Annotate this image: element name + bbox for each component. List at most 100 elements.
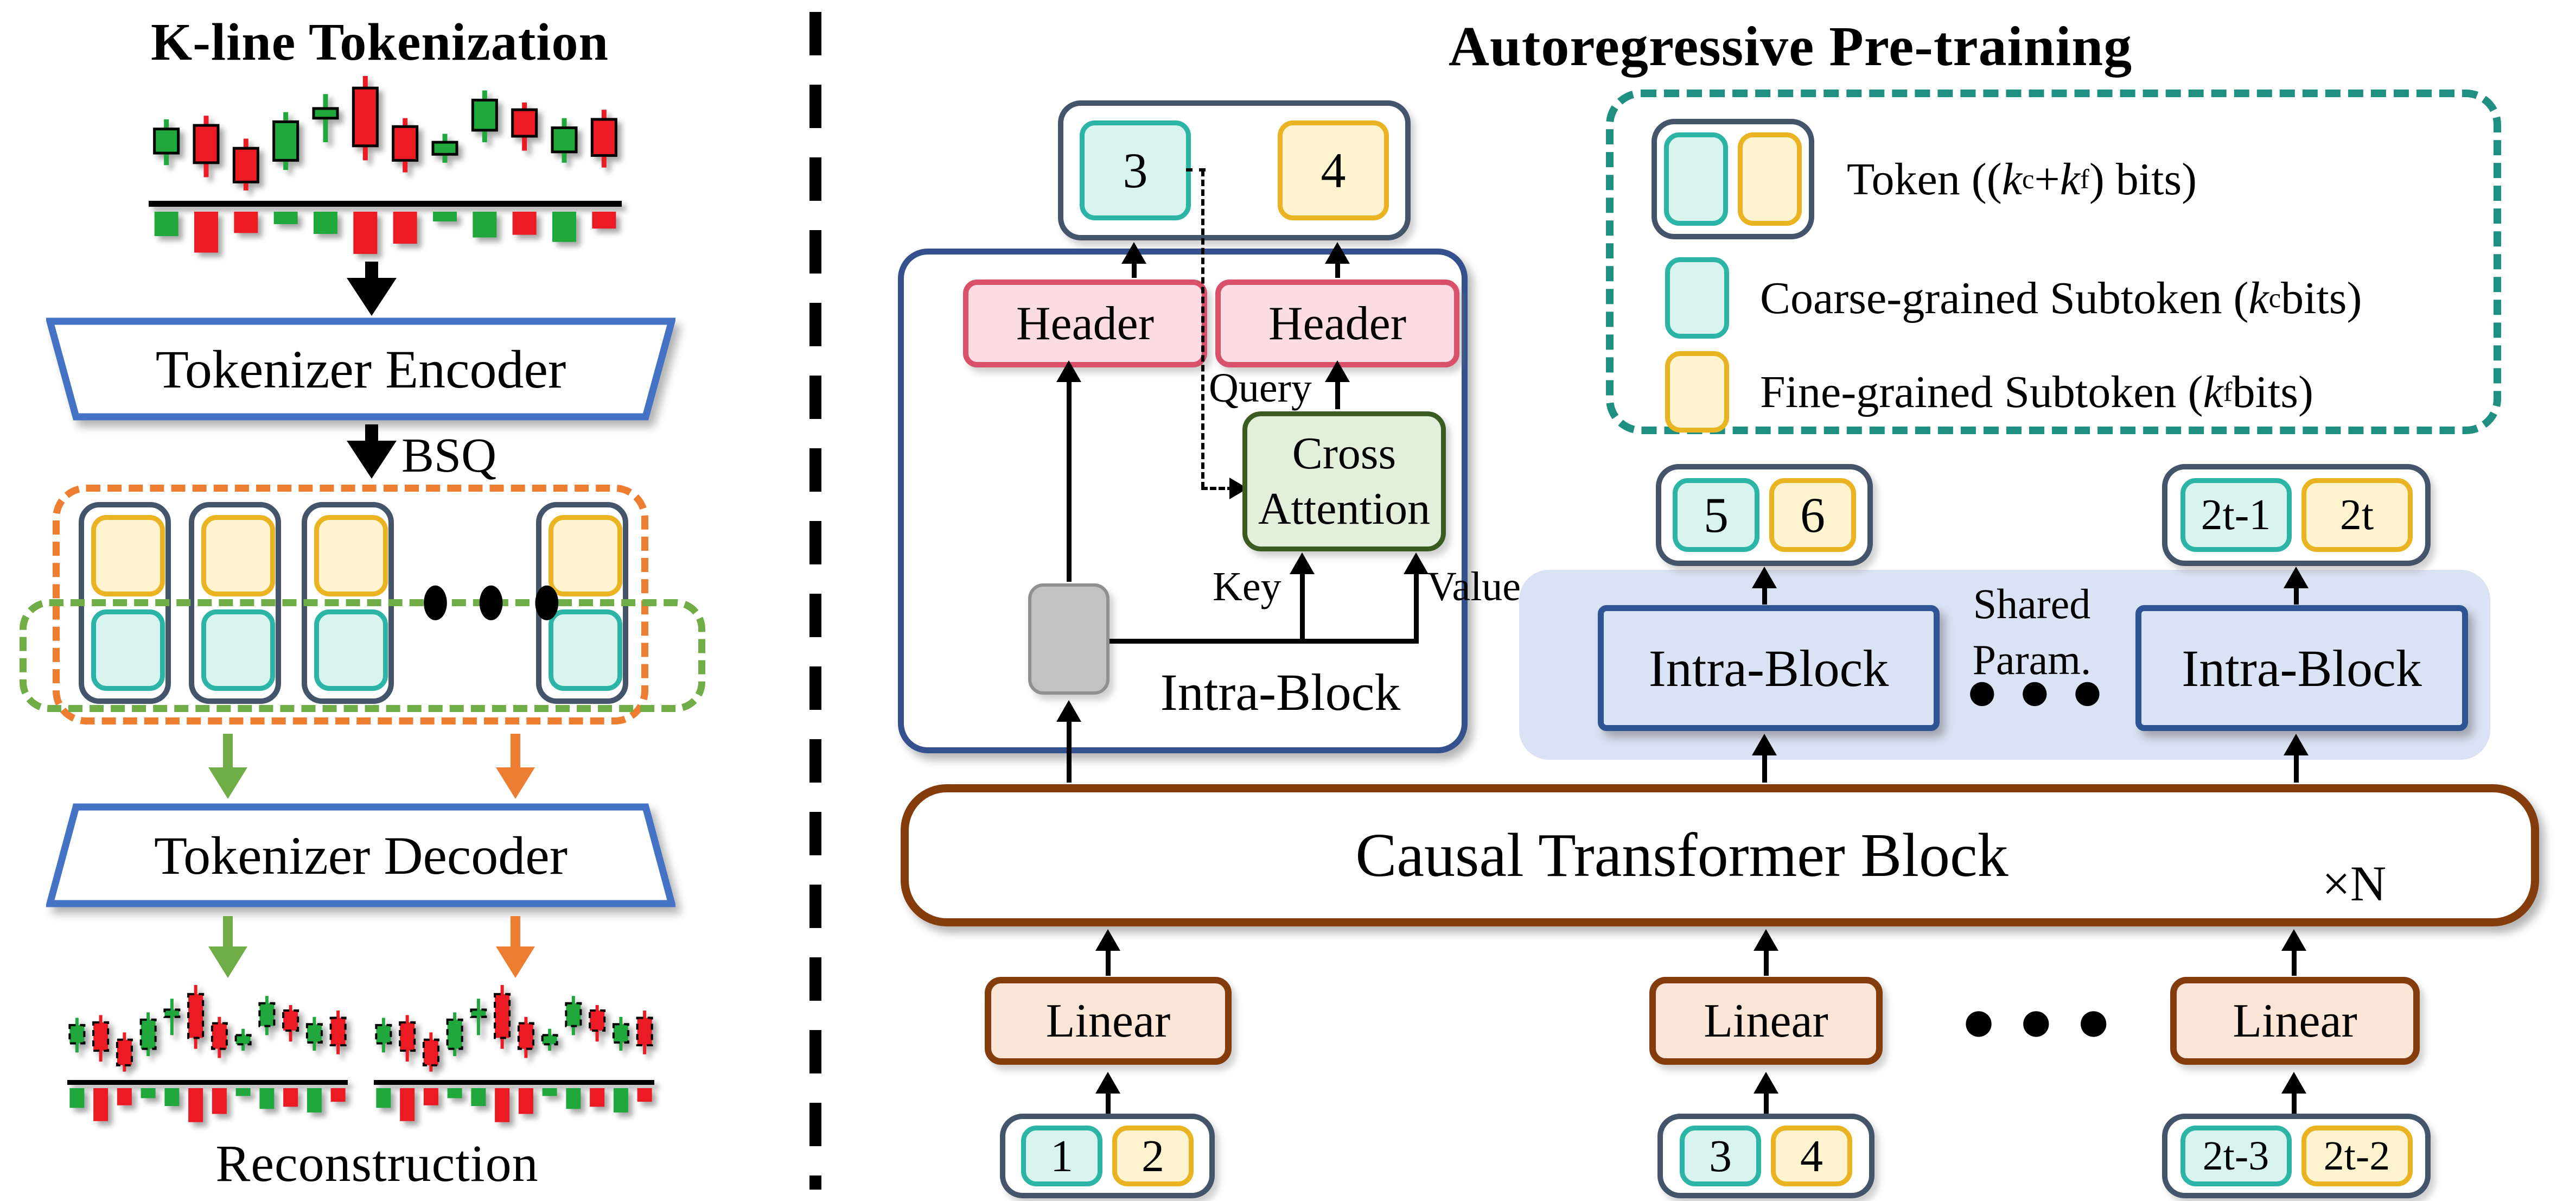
linear1-to-ctb-arrow-icon xyxy=(1095,929,1120,976)
fine-recon-arrow-icon xyxy=(496,916,535,978)
reconstruction-chart-1 xyxy=(65,985,350,1127)
key-label: Key xyxy=(1213,564,1281,609)
coarse-subtoken-box xyxy=(91,609,165,691)
coarse-subtoken-5: 5 xyxy=(1673,478,1759,552)
causal-transformer-block xyxy=(901,784,2539,926)
intraL-to-token-arrow-icon xyxy=(1752,567,1777,605)
legend-token-text: ) bits) xyxy=(2089,154,2197,205)
ca-to-header2-arrow-icon xyxy=(1325,360,1350,409)
cross-attention-box: Cross Attention xyxy=(1242,411,1446,551)
token-pair-12: 1 2 xyxy=(1000,1114,1215,1198)
token-pair-2t3: 2t-3 2t-2 xyxy=(2162,1114,2431,1198)
coarse-subtoken-group-box xyxy=(20,599,705,712)
token-pair-2t: 2t-1 2t xyxy=(2162,464,2431,566)
linear-box-2: Linear xyxy=(1649,977,1883,1065)
sequence-ellipsis: ● ● ● xyxy=(422,573,570,626)
subtoken-2t-value: 2t xyxy=(2339,491,2374,539)
fine-subtoken-box xyxy=(314,515,388,596)
coarse-subtoken-box xyxy=(314,609,388,691)
shared-line1: Shared xyxy=(1973,580,2091,627)
header2-label: Header xyxy=(1268,297,1407,350)
right-panel: Autoregressive Pre-training xyxy=(825,0,2576,1201)
shared-line2: Param. xyxy=(1972,636,2092,683)
legend-coarse-text: bits) xyxy=(2281,272,2362,323)
legend-coarse-swatch xyxy=(1664,132,1728,226)
shared-ellipsis: ● ● ● xyxy=(1968,673,2109,710)
linear3-to-ctb-arrow-icon xyxy=(2281,929,2306,976)
subtoken-1-value: 1 xyxy=(1050,1130,1073,1181)
math-sub-f: f xyxy=(2080,164,2089,194)
tokenizer-encoder: Tokenizer Encoder xyxy=(45,317,677,421)
fine-subtoken-box xyxy=(549,515,622,596)
encoder-trapezoid-shape xyxy=(45,317,677,421)
ctb-label: Causal Transformer Block xyxy=(1355,821,2008,889)
left-panel-title: K-line Tokenization xyxy=(150,13,609,72)
legend-fine-swatch xyxy=(1738,132,1802,226)
ctb-to-intraL-arrow-icon xyxy=(1752,734,1777,783)
coarse-subtoken-3-value: 3 xyxy=(1123,143,1148,198)
kv-connector-line xyxy=(1110,639,1419,644)
query-dashed-stub xyxy=(1186,168,1206,171)
fine-subtoken-4-value: 4 xyxy=(1321,143,1346,198)
left-panel: K-line Tokenization Tokenizer Encoder BS… xyxy=(0,0,803,1201)
fine-subtoken-2t2: 2t-2 xyxy=(2301,1126,2413,1186)
down-arrow-icon xyxy=(347,262,397,316)
math-k: k xyxy=(2248,272,2269,323)
header-box-2: Header xyxy=(1215,279,1459,367)
linear2-to-ctb-arrow-icon xyxy=(1754,929,1778,976)
subtoken-3b-value: 3 xyxy=(1709,1130,1732,1181)
legend-fine-box xyxy=(1665,351,1729,433)
linear2-label: Linear xyxy=(1704,994,1828,1047)
math-sub-c: c xyxy=(2268,283,2281,313)
legend-token-text: Token (( xyxy=(1847,154,2002,205)
subtoken-2t1-value: 2t-1 xyxy=(2201,491,2271,539)
encoder-label: Tokenizer Encoder xyxy=(155,339,566,399)
legend-token-text: + xyxy=(2034,154,2060,205)
reconstruction-label: Reconstruction xyxy=(215,1134,539,1192)
reconstruction-chart-2 xyxy=(372,985,656,1127)
linear3-label: Linear xyxy=(2233,994,2357,1047)
tokenizer-decoder: Tokenizer Decoder xyxy=(45,803,677,907)
coarse-path-arrow-icon xyxy=(208,734,247,799)
math-k: k xyxy=(2059,154,2081,205)
header2-output-arrow-icon xyxy=(1325,242,1350,278)
token-pair-34: 3 4 xyxy=(1657,1114,1874,1198)
coarse-subtoken-box xyxy=(201,609,275,691)
intra-left-label: Intra-Block xyxy=(1648,639,1889,697)
kline-chart xyxy=(146,76,624,258)
math-k: k xyxy=(2001,154,2022,205)
predicted-token-pair: 3 4 xyxy=(1058,100,1411,240)
fine-subtoken-4b: 4 xyxy=(1771,1126,1852,1186)
token2t3-to-linear-arrow-icon xyxy=(2281,1072,2306,1117)
coarse-subtoken-2t1: 2t-1 xyxy=(2180,478,2292,552)
legend-coarse-text: Coarse-grained Subtoken ( xyxy=(1760,272,2249,323)
header1-output-arrow-icon xyxy=(1121,242,1146,278)
coarse-subtoken-3: 3 xyxy=(1080,120,1191,220)
coarse-subtoken-3b: 3 xyxy=(1680,1126,1761,1186)
linear1-label: Linear xyxy=(1045,994,1171,1047)
subtoken-2t2-value: 2t-2 xyxy=(2323,1133,2390,1179)
bsq-label: BSQ xyxy=(401,429,497,482)
intra-block-label: Intra-Block xyxy=(1160,663,1401,721)
header1-label: Header xyxy=(1016,297,1155,350)
legend-fine-text: bits) xyxy=(2232,366,2313,417)
legend-coarse-box xyxy=(1665,257,1729,339)
hidden-to-header1-arrow-icon xyxy=(1056,360,1081,582)
bsq-arrow-icon xyxy=(347,424,397,479)
header-box-1: Header xyxy=(963,279,1207,367)
fine-path-arrow-icon xyxy=(496,734,535,799)
subtoken-2t3-value: 2t-3 xyxy=(2202,1133,2269,1179)
fine-subtoken-2: 2 xyxy=(1112,1126,1194,1186)
query-dashed-elbow xyxy=(1201,487,1234,490)
token-pair-56: 5 6 xyxy=(1656,464,1873,566)
math-sub-c: c xyxy=(2022,164,2035,194)
subtoken-2-value: 2 xyxy=(1142,1130,1164,1181)
cross-attention-line1: Cross xyxy=(1292,428,1397,479)
linear-box-1: Linear xyxy=(985,977,1232,1065)
legend-fine-text: Fine-grained Subtoken ( xyxy=(1760,366,2203,417)
fine-subtoken-4: 4 xyxy=(1278,120,1389,220)
